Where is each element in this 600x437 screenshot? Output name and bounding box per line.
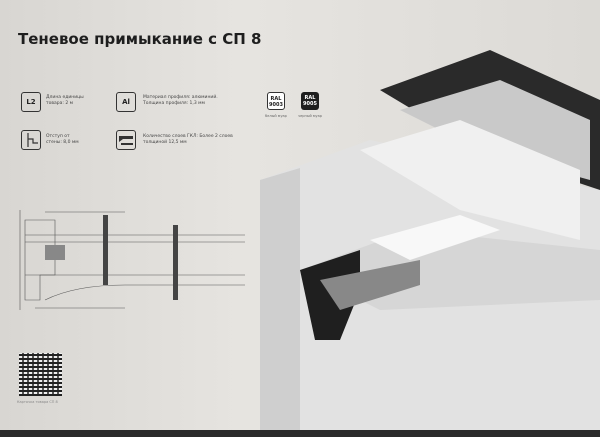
- screw-icon: [173, 225, 178, 300]
- material-icon: Al: [116, 92, 136, 112]
- ral-number: 9005: [303, 101, 317, 107]
- drywall-layers-icon: [116, 130, 136, 150]
- screen-bezel: [0, 430, 600, 437]
- spec-layers: Количество слоев ГКЛ: Более 2 слоев толщ…: [143, 134, 233, 145]
- profile-render: [260, 50, 600, 430]
- color-caption-black: черный муар: [298, 114, 322, 118]
- section-drawing: [19, 210, 245, 310]
- ral-code: RAL: [270, 96, 282, 102]
- length-icon: L2: [21, 92, 41, 112]
- spec-material: Материал профиля: алюминий. Толщина проф…: [143, 95, 218, 106]
- ral-code: RAL: [304, 95, 316, 101]
- wall-offset-icon: [21, 130, 41, 150]
- qr-caption: Карточка товара СП 8: [17, 400, 58, 404]
- page-title: Теневое примыкание с СП 8: [18, 30, 262, 48]
- screw-icon: [103, 215, 108, 285]
- ral-number: 9003: [269, 102, 283, 108]
- spec-length: Длина единицы товара: 2 м: [46, 95, 84, 106]
- spec-wall-offset: Отступ от стены: 8,0 мм: [46, 134, 79, 145]
- color-caption-white: белый муар: [265, 114, 287, 118]
- color-swatch-9003[interactable]: RAL 9003: [267, 92, 285, 110]
- qr-code[interactable]: [19, 353, 62, 396]
- color-swatch-9005[interactable]: RAL 9005: [301, 92, 319, 110]
